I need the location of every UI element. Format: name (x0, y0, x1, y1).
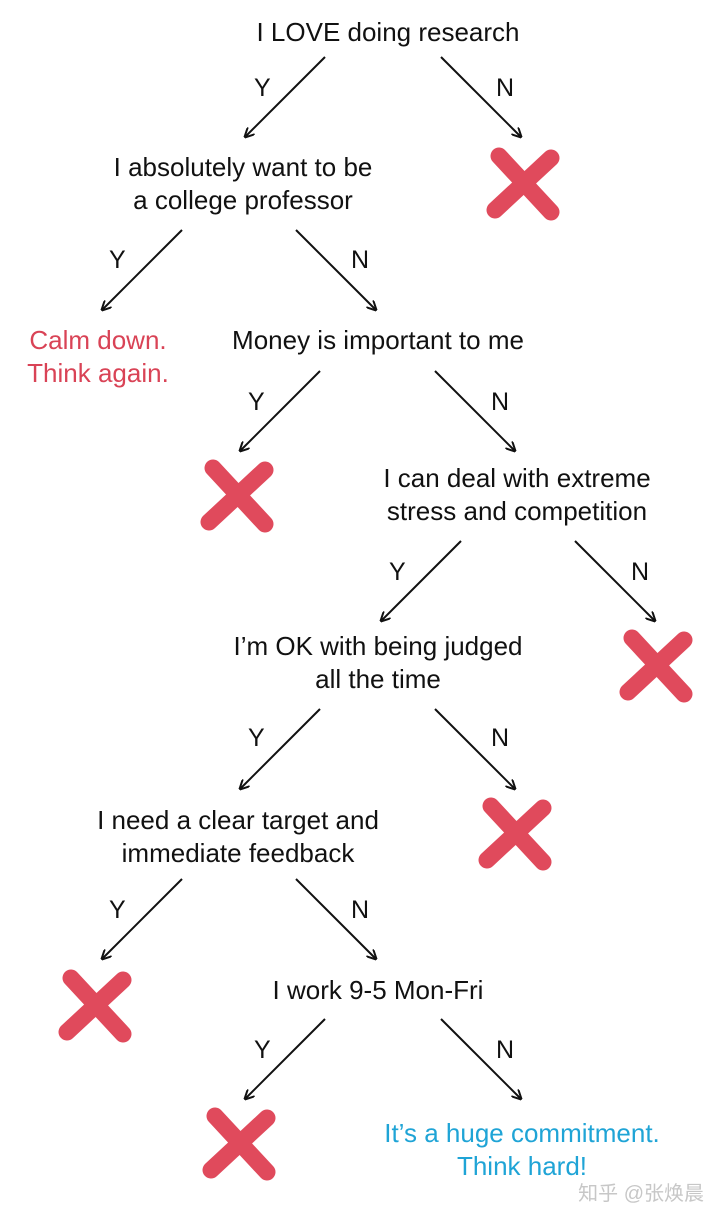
arrow-q7-yes (245, 1018, 326, 1099)
arrow-q3-no (434, 370, 515, 451)
question-judged: I’m OK with being judged all the time (178, 630, 578, 696)
outcome-calm-down: Calm down. Think again. (8, 324, 188, 390)
question-clear-target: I need a clear target and immediate feed… (38, 804, 438, 870)
cross-icon (200, 459, 274, 533)
arrow-q2-yes (102, 229, 183, 310)
arrow-q3-yes (240, 370, 321, 451)
question-text: Money is important to me (232, 325, 524, 355)
outcome-huge-commitment: It’s a huge commitment. Think hard! (362, 1117, 682, 1183)
watermark: 知乎 @张焕晨 (578, 1183, 704, 1205)
question-text: I absolutely want to be (113, 152, 373, 182)
arrow-q6-no (295, 878, 376, 959)
label-no: N (496, 74, 515, 102)
label-no: N (631, 558, 650, 586)
arrow-q2-no (295, 229, 376, 310)
cross-icon (486, 147, 560, 221)
cross-icon (478, 797, 552, 871)
cross-icon (619, 629, 693, 703)
arrow-q6-yes (102, 878, 183, 959)
arrow-q4-no (574, 540, 655, 621)
arrow-q5-yes (240, 708, 321, 789)
label-yes: Y (254, 74, 271, 102)
outcome-text: Think again. (27, 358, 169, 388)
label-no: N (491, 388, 510, 416)
question-stress-competition: I can deal with extreme stress and compe… (317, 462, 717, 528)
label-no: N (351, 246, 370, 274)
question-want-professor: I absolutely want to be a college profes… (43, 151, 443, 217)
label-yes: Y (109, 896, 126, 924)
label-yes: Y (109, 246, 126, 274)
question-work-9-5: I work 9-5 Mon-Fri (178, 974, 578, 1007)
outcome-text: Calm down. (29, 325, 167, 355)
outcome-text: Think hard! (456, 1151, 588, 1181)
question-text: I’m OK with being judged (233, 631, 523, 661)
question-text: I LOVE doing research (256, 17, 520, 47)
question-text: I can deal with extreme (383, 463, 651, 493)
question-love-research: I LOVE doing research (188, 16, 588, 49)
question-money-important: Money is important to me (178, 324, 578, 357)
arrow-q7-no (440, 1018, 521, 1099)
arrow-q5-no (434, 708, 515, 789)
question-text: I work 9-5 Mon-Fri (272, 975, 484, 1005)
arrow-q1-no (440, 56, 521, 137)
outcome-text: It’s a huge commitment. (384, 1118, 660, 1148)
label-yes: Y (254, 1036, 271, 1064)
label-yes: Y (248, 724, 265, 752)
label-no: N (491, 724, 510, 752)
question-text: stress and competition (386, 496, 648, 526)
question-text: I need a clear target and (97, 805, 379, 835)
label-no: N (351, 896, 370, 924)
cross-icon (58, 969, 132, 1043)
arrow-q1-yes (245, 56, 326, 137)
label-yes: Y (248, 388, 265, 416)
question-text: immediate feedback (121, 838, 355, 868)
question-text: a college professor (133, 185, 353, 215)
label-yes: Y (389, 558, 406, 586)
arrow-q4-yes (381, 540, 462, 621)
question-text: all the time (315, 664, 441, 694)
cross-icon (202, 1107, 276, 1181)
label-no: N (496, 1036, 515, 1064)
